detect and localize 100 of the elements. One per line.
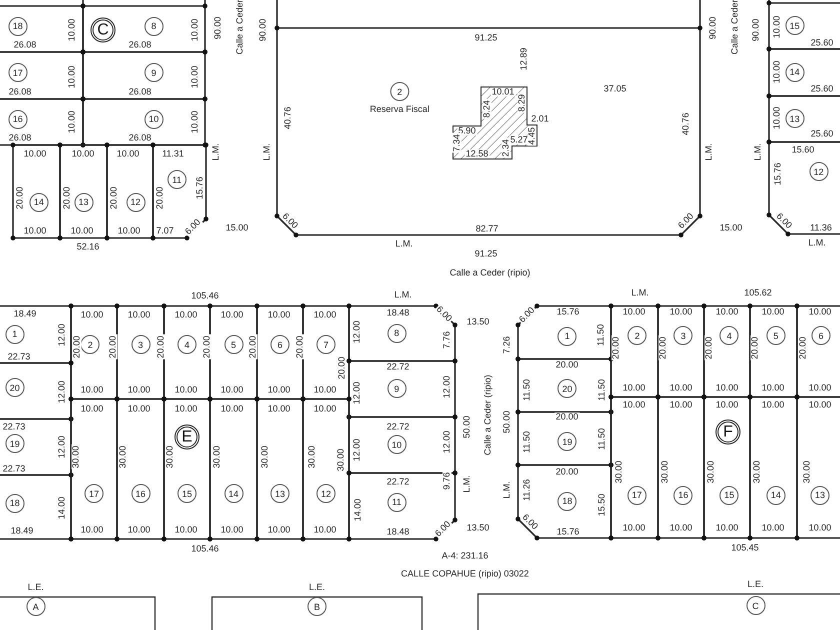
dimension-label: 10.00 [68,110,76,134]
dimension-label: 10.00 [312,404,338,414]
dimension-label: 10.00 [266,526,292,534]
dimension-label: 10.00 [266,310,292,320]
dimension-label: 20.00 [110,186,118,210]
line-label: L.M. [502,480,512,500]
dimension-label: 90.00 [214,16,222,40]
dimension-label: 10.00 [220,386,244,394]
dimension-label: 10.00 [190,64,200,90]
dimension-label: 10.00 [772,106,782,130]
dimension-label: 50.00 [502,410,512,434]
dimension-label: 12.58 [464,150,490,158]
dimension-label: 10.00 [80,404,104,414]
dimension-label: 10.00 [68,64,76,90]
dimension-label: 10.00 [174,404,198,414]
dimension-label: 12.89 [520,46,528,72]
dimension-label: 25.60 [810,130,834,138]
lot-number: 18 [558,492,577,510]
dimension-label: 26.08 [128,40,152,50]
dimension-label: 10.00 [772,14,782,40]
dimension-label: 10.00 [668,524,694,532]
dimension-label: 10.00 [760,524,786,532]
lot-number: 6 [270,335,290,354]
dimension-label: 10.00 [808,524,832,532]
lot-number: 3 [131,335,150,354]
dimension-label: 22.72 [386,362,410,372]
street-name: CALLE COPAHUE (ripio) 03022 [400,570,530,578]
dimension-label: 22.72 [386,478,410,486]
dimension-label: 10.00 [622,308,646,316]
dimension-label: 26.08 [128,88,152,96]
dimension-label: 26.08 [12,40,38,50]
lot-number: 18 [8,16,28,36]
dimension-label: 10.00 [714,524,740,532]
dimension-label: 22.73 [6,352,32,362]
dimension-label: 40.76 [284,106,292,130]
dimension-label: 37.05 [602,84,628,94]
dimension-label: 11.50 [598,427,606,451]
street-name: Calle a Ceder (ripio) [448,268,532,278]
dimension-label: 18.48 [386,528,410,536]
dimension-label: 10.00 [126,404,152,414]
dimension-label: 10.00 [22,226,48,236]
lot-number: 16 [131,484,150,504]
dimension-label: 10.00 [266,386,292,394]
dimension-label: 15.76 [556,308,580,316]
lot-number: 13 [810,486,830,505]
dimension-label: 20.00 [750,336,760,360]
lot-number: 2 [628,326,647,346]
dimension-label: A-4: 231.16 [440,552,490,560]
lot-number: 19 [558,432,577,452]
dimension-label: 7.34 [452,133,462,153]
dimension-label: 26.08 [8,88,32,96]
dimension-label: 9.76 [442,471,452,491]
lot-number: A [26,597,46,616]
dimension-label: 105.62 [743,288,773,298]
dimension-label: 10.00 [714,400,740,410]
lot-number: 15 [720,486,739,505]
lot-number: 2 [390,82,410,102]
dimension-label: 10.00 [70,226,94,236]
dimension-label: 10.00 [190,18,200,42]
dimension-label: 11.50 [522,430,532,454]
dimension-label: 52.16 [76,242,100,252]
line-label: L.M. [262,142,272,162]
dimension-label: 20.00 [554,412,580,422]
dimension-label: 22.73 [2,422,26,432]
dimension-label: 25.60 [810,84,834,94]
dimension-label: 13.50 [466,318,490,326]
dimension-label: 11.50 [596,323,606,347]
lot-number: 4 [178,335,196,354]
lot-number: 13 [74,192,93,212]
dimension-label: 12.00 [442,430,452,454]
dimension-label: 30.00 [308,444,316,470]
dimension-label: 20.00 [156,186,164,210]
line-label: L.M. [393,290,413,300]
dimension-label: 10.00 [760,400,786,410]
dimension-label: 10.00 [68,18,76,42]
dimension-label: 18.48 [386,308,410,318]
lot-number: 5 [224,335,243,354]
dimension-label: 30.00 [336,448,346,472]
dimension-label: 10.00 [220,310,244,320]
dimension-label: 12.00 [58,434,66,460]
dimension-label: 10.00 [190,110,200,134]
dimension-label: 30.00 [260,444,270,470]
dimension-label: 15.60 [790,146,816,154]
dimension-label: 10.00 [668,308,694,316]
dimension-label: 10.00 [668,384,694,392]
dimension-label: 10.00 [714,384,740,392]
dimension-label: 10.00 [714,308,740,316]
dimension-label: 30.00 [660,460,670,484]
lot-number: 11 [387,492,406,512]
lot-number: 20 [5,378,24,398]
dimension-label: 26.08 [8,134,32,142]
dimension-label: 11.50 [598,378,606,402]
dimension-label: 8.29 [518,93,526,113]
dimension-label: 10.00 [622,400,646,410]
dimension-label: 12.00 [442,374,452,400]
dimension-label: 30.00 [212,444,222,470]
dimension-label: 10.00 [668,400,694,410]
line-label: L.M. [462,474,472,494]
dimension-label: 30.00 [72,444,80,470]
dimension-label: 12.00 [58,322,66,348]
